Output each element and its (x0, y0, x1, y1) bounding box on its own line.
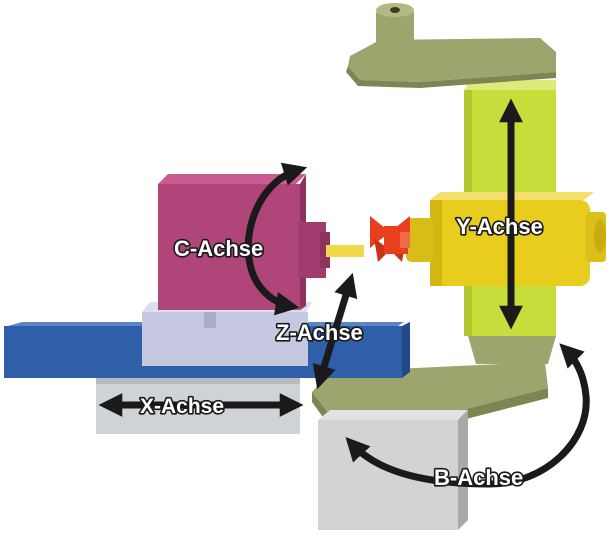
c-axis-arrow (244, 162, 308, 316)
x-axis-label: X-Achse (140, 395, 224, 418)
workpiece-rod (326, 245, 364, 257)
y-axis-label: Y-Achse (456, 214, 543, 239)
z-axis-label: Z-Achse (276, 320, 363, 345)
c-axis-label: C-Achse (174, 236, 263, 261)
z-axis-arrow (312, 272, 358, 390)
cutting-tool (370, 216, 410, 262)
top-arm (346, 3, 556, 88)
b-axis-arrow (345, 343, 590, 488)
b-axis-label: B-Achse (434, 465, 523, 490)
spindle (406, 192, 606, 286)
